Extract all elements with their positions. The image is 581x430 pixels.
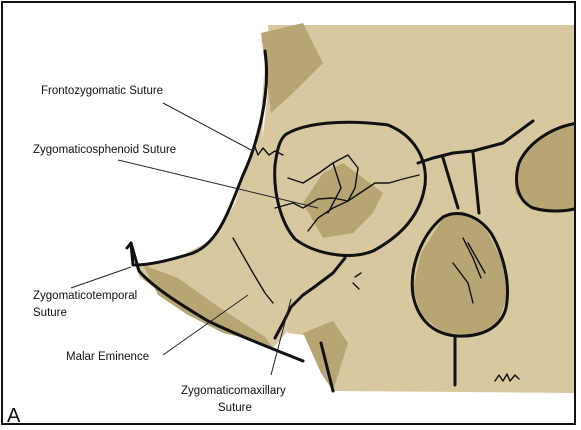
figure-frame: Frontozygomatic Suture Zygomaticosphenoi… [1,1,576,425]
skull-illustration: Frontozygomatic Suture Zygomaticosphenoi… [3,3,576,425]
label-zygomaticomaxillary-suture-line2: Suture [218,402,252,414]
panel-letter: A [7,405,21,425]
left-process-stub [127,243,133,265]
label-zygomaticomaxillary-suture-line1: Zygomaticomaxillary [181,385,286,397]
label-frontozygomatic-suture: Frontozygomatic Suture [41,85,163,97]
label-malar-eminence: Malar Eminence [66,351,149,363]
leader-zygomaticotemporal [71,267,131,288]
leader-frontozygomatic [163,103,253,151]
label-zygomaticotemporal-suture-line1: Zygomaticotemporal [33,290,137,302]
label-zygomaticosphenoid-suture: Zygomaticosphenoid Suture [33,144,176,156]
label-zygomaticotemporal-suture-line2: Suture [33,307,67,319]
